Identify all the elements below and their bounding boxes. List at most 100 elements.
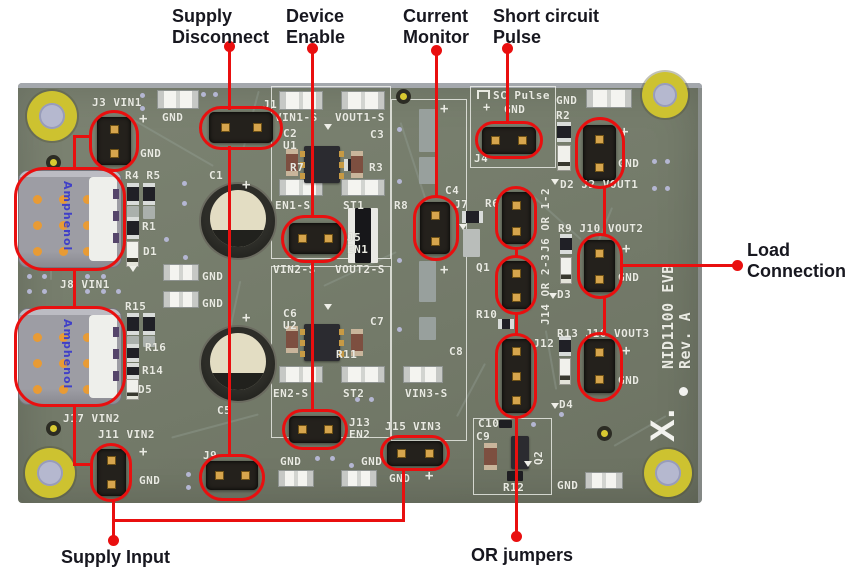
chip-capacitor [484, 443, 497, 470]
connector-pin-dot [59, 385, 68, 394]
silkscreen-text: Q1 [476, 261, 491, 274]
connector-pin-dot [83, 359, 92, 368]
callout-dot [307, 43, 318, 54]
via-dot [665, 186, 670, 191]
mounting-hole-center [37, 460, 63, 486]
callout-circle [475, 121, 543, 159]
connector-brand-label: Amphenol [61, 319, 74, 390]
silkscreen-text: R11 [336, 348, 358, 361]
silkscreen-text: GND [504, 103, 526, 116]
silkscreen-text: C6 [283, 307, 298, 320]
connector-tick [113, 233, 119, 243]
silkscreen-text: R14 [142, 364, 164, 377]
via-dot [559, 412, 564, 417]
silkscreen-text: R4 R5 [125, 169, 161, 182]
diode [560, 257, 572, 284]
callout-circle [281, 215, 347, 263]
via-dot [42, 289, 47, 294]
jumper-pin [512, 371, 521, 381]
silkscreen-text: GND [557, 479, 579, 492]
callout-line [311, 50, 314, 217]
connector-pin-dot [33, 195, 42, 204]
silkscreen-text: ST2 [343, 387, 365, 400]
silkscreen-text: + [425, 468, 434, 484]
via-dot [186, 472, 191, 477]
via-dot [349, 463, 354, 468]
connector-tick [113, 211, 119, 221]
callout-circle [577, 233, 623, 299]
ic-pin [339, 151, 344, 157]
pcb-pad [127, 336, 139, 347]
silkscreen-text: R15 [125, 300, 147, 313]
pcb-pad [463, 229, 480, 257]
chip-resistor [560, 234, 572, 254]
via-dot [397, 258, 402, 263]
callout-label-load-connection: Load Connection [747, 240, 846, 281]
silkscreen-text: SC Pulse [493, 89, 550, 102]
via-dot [27, 274, 32, 279]
connector-pin-dot [83, 195, 92, 204]
connector-pin-dot [59, 195, 68, 204]
callout-label-supply-input: Supply Input [61, 547, 170, 567]
via-dot [186, 485, 191, 490]
callout-circle [495, 333, 537, 419]
connector-pin-dot [33, 333, 42, 342]
callout-circle [282, 409, 348, 450]
mounting-hole-center [655, 460, 681, 486]
chip-capacitor [286, 149, 298, 176]
via-dot [42, 274, 47, 279]
silkscreen-text: VIN3-S [405, 387, 448, 400]
connector-pin-dot [59, 333, 68, 342]
callout-label-device-enable: Device Enable [286, 6, 346, 47]
silkscreen-text: J12 [533, 337, 555, 350]
ic-pin [339, 173, 344, 179]
connector-tick [113, 371, 119, 381]
silkscreen-text: GND [202, 270, 224, 283]
via-dot [397, 327, 402, 332]
callout-circle [380, 435, 450, 471]
capacitor-polarity-mark [210, 372, 266, 390]
jumper-pin [220, 123, 230, 132]
pin1-marker [549, 293, 557, 299]
capacitor-top [210, 333, 266, 390]
smd-component [341, 179, 385, 196]
chip-resistor [143, 183, 155, 205]
silkscreen-text: R1 [142, 220, 157, 233]
chip-resistor [557, 122, 571, 142]
via-dot [652, 159, 657, 164]
silkscreen-text: R8 [394, 199, 409, 212]
silkscreen-text: U2 [283, 319, 298, 332]
callout-circle [495, 186, 537, 250]
callout-line [112, 519, 404, 522]
callout-line [73, 463, 92, 466]
connector-pin-dot [33, 359, 42, 368]
callout-label-short-circuit-pulse: Short circuit Pulse [493, 6, 600, 47]
silkscreen-text: VOUT2-S [335, 263, 385, 276]
pin1-marker [459, 224, 467, 230]
mounting-hole [27, 91, 77, 141]
silkscreen-text: VIN2-S [273, 263, 316, 276]
via-dot [27, 289, 32, 294]
callout-circle [89, 110, 139, 172]
ic-pin [300, 162, 305, 168]
ic-pin [300, 340, 305, 346]
pcb-pad [127, 206, 139, 219]
silkscreen-text: ST1 [343, 199, 365, 212]
via-dot [101, 289, 106, 294]
chip-resistor [498, 319, 514, 329]
silkscreen-text: VOUT1-S [335, 111, 385, 124]
ic-pin [300, 351, 305, 357]
pcb-pad [419, 261, 436, 302]
callout-line [402, 469, 405, 522]
electrolytic-capacitor [199, 182, 277, 260]
chip-resistor [127, 344, 139, 362]
ic-pin [300, 173, 305, 179]
pin1-marker [324, 124, 332, 130]
mounting-hole [644, 449, 692, 497]
callout-circle [14, 167, 126, 271]
via-dot [665, 159, 670, 164]
via-dot [183, 255, 188, 260]
via-dot [164, 237, 169, 242]
silkscreen-text: VIN1-S [275, 111, 318, 124]
